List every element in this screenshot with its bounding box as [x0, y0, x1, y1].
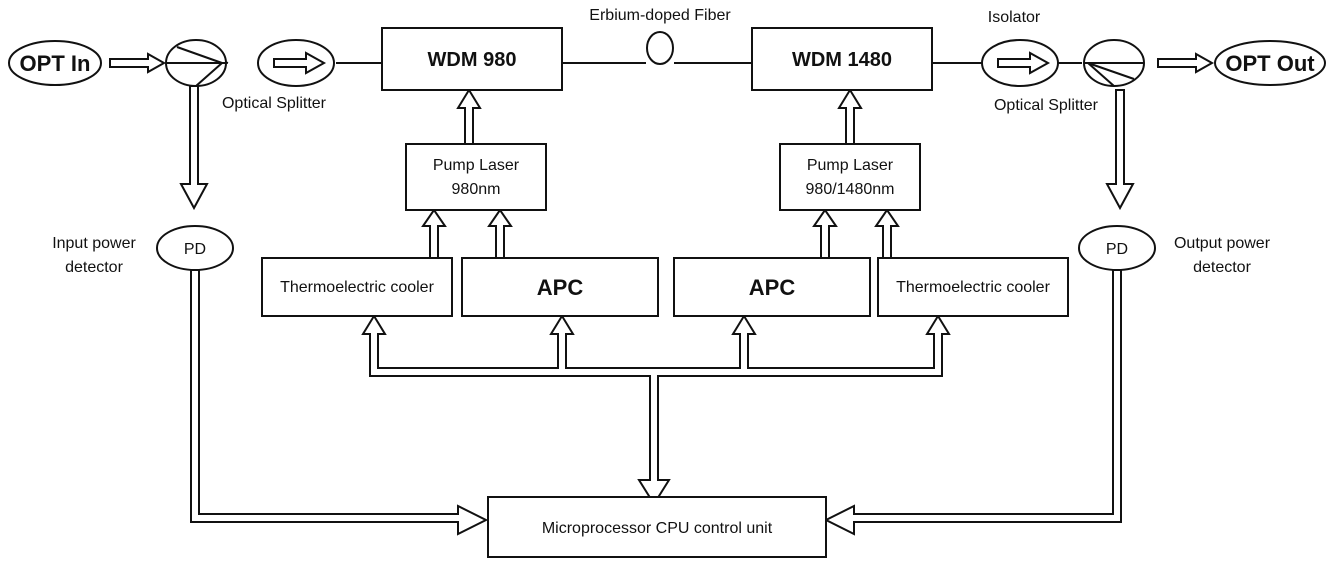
opt-in-label: OPT In — [20, 51, 91, 76]
pump-laser-1480-line2: 980/1480nm — [806, 181, 895, 198]
pump-laser-980-block: Pump Laser 980nm — [405, 143, 547, 211]
pump-laser-980-line1: Pump Laser — [433, 157, 520, 174]
pump-laser-980-1480-block: Pump Laser 980/1480nm — [779, 143, 921, 211]
opt-out-ellipse: OPT Out — [1214, 40, 1326, 86]
apc-right-label: APC — [749, 275, 796, 300]
input-power-detector-line1: Input power — [52, 235, 136, 252]
opt-out-label: OPT Out — [1225, 51, 1315, 76]
isolator-right — [981, 39, 1059, 87]
pd-input: PD — [156, 225, 234, 271]
pd-input-label: PD — [184, 241, 206, 258]
control-arrows — [109, 52, 1215, 536]
output-power-detector-line2: detector — [1193, 259, 1251, 276]
output-power-detector-line1: Output power — [1174, 235, 1271, 252]
wdm-980-block: WDM 980 — [381, 27, 563, 91]
input-power-detector-line2: detector — [65, 259, 123, 276]
tec-left-label: Thermoelectric cooler — [280, 279, 435, 296]
apc-left-block: APC — [461, 257, 659, 317]
wdm-1480-block: WDM 1480 — [751, 27, 933, 91]
cpu-control-unit-block: Microprocessor CPU control unit — [487, 496, 827, 558]
erbium-fiber-label: Erbium-doped Fiber — [589, 7, 731, 24]
pump-laser-1480-line1: Pump Laser — [807, 157, 894, 174]
tec-right-block: Thermoelectric cooler — [877, 257, 1069, 317]
isolator-left — [257, 39, 335, 87]
pd-output-label: PD — [1106, 241, 1128, 258]
pump-laser-980-line2: 980nm — [452, 181, 501, 198]
tec-right-label: Thermoelectric cooler — [896, 279, 1051, 296]
pd-output: PD — [1078, 225, 1156, 271]
optical-splitter-left-label: Optical Splitter — [222, 95, 327, 112]
wdm-980-label: WDM 980 — [428, 49, 517, 71]
optical-splitter-right — [1083, 39, 1145, 87]
tec-left-block: Thermoelectric cooler — [261, 257, 453, 317]
apc-right-block: APC — [673, 257, 871, 317]
wdm-1480-label: WDM 1480 — [792, 49, 892, 71]
cpu-label: Microprocessor CPU control unit — [542, 520, 773, 537]
apc-left-label: APC — [537, 275, 584, 300]
erbium-fiber-coil — [646, 31, 674, 65]
opt-in-ellipse: OPT In — [8, 40, 102, 86]
optical-splitter-left — [165, 39, 227, 87]
isolator-label: Isolator — [988, 9, 1041, 26]
optical-splitter-right-label: Optical Splitter — [994, 97, 1099, 114]
